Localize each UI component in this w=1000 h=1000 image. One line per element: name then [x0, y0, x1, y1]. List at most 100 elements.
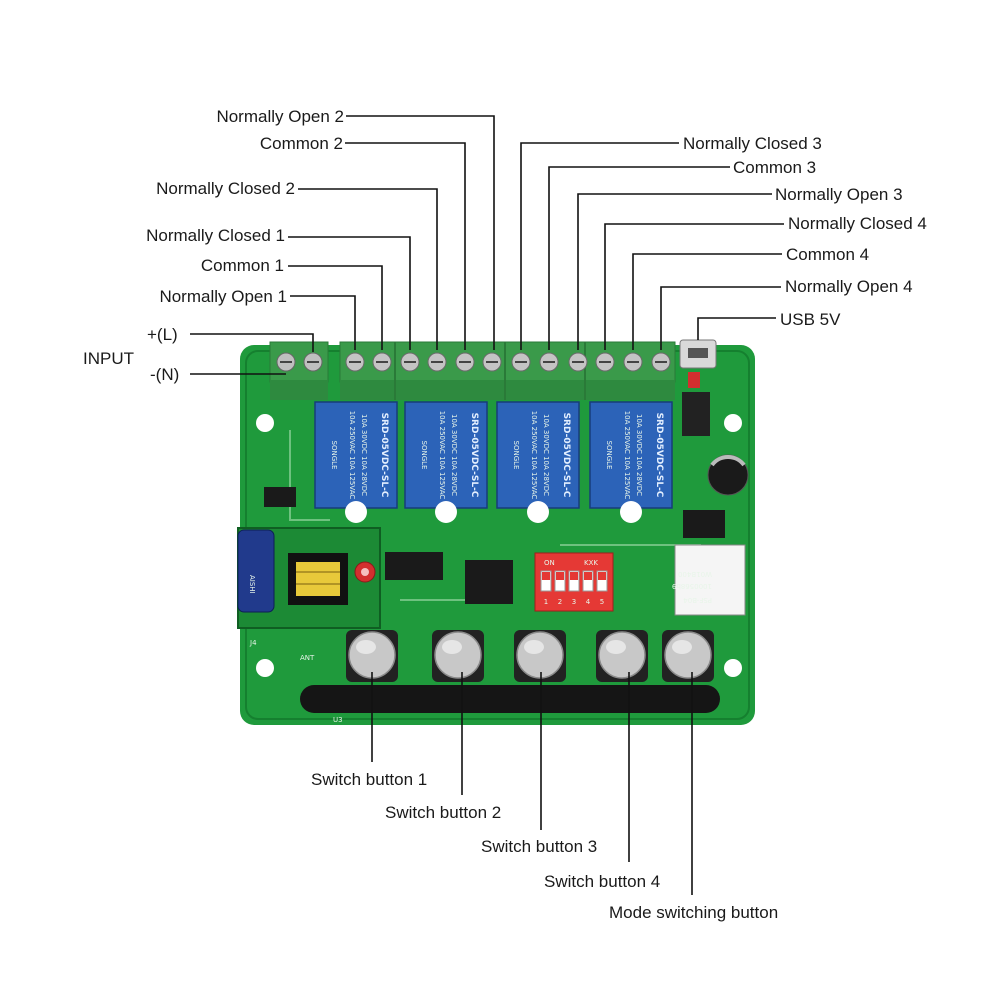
dip-key-number: 3 — [572, 598, 576, 606]
relay-rating-text: 10A 30VDC 10A 28VDC — [360, 414, 368, 496]
relay-terminal-blocks — [339, 341, 676, 400]
relay-4: SRD-05VDC-SL-C 10A 250VAC 10A 125VAC 10A 3… — [589, 401, 673, 523]
leader-line — [548, 166, 730, 350]
button-bar — [300, 685, 720, 713]
mode-switching-button[interactable] — [662, 630, 714, 682]
led-indicator — [688, 372, 700, 388]
label-normally-open-4: Normally Open 4 — [785, 277, 913, 296]
leader-lines — [190, 115, 784, 895]
leader-line — [660, 286, 781, 350]
label-switch-button-4: Switch button 4 — [544, 872, 660, 891]
switch-button-4[interactable] — [596, 630, 648, 682]
relay-brand-text: SONGLE — [512, 441, 520, 470]
label-switch-button-3: Switch button 3 — [481, 837, 597, 856]
leader-line — [346, 115, 495, 350]
dip-key-lever — [556, 572, 564, 580]
relay-2: SRD-05VDC-SL-C 10A 250VAC 10A 125VAC 10A 3… — [404, 401, 488, 523]
button-cap — [598, 631, 646, 679]
relay-model-text: SRD-05VDC-SL-C — [379, 413, 389, 498]
dip-key-number: 1 — [544, 598, 548, 606]
relay-1: SRD-05VDC-SL-C 10A 250VAC 10A 125VAC 10A 3… — [314, 401, 398, 523]
dip-key-lever — [570, 572, 578, 580]
usb-port — [679, 339, 717, 436]
dip-key-number: 5 — [600, 598, 604, 606]
label-switch-button-2: Switch button 2 — [385, 803, 501, 822]
relay-hole — [620, 501, 642, 523]
mounting-hole — [724, 414, 742, 432]
relay-hole — [345, 501, 367, 523]
u3-label: U3 — [333, 716, 343, 724]
button-cap — [664, 631, 712, 679]
svg-text:AISHI: AISHI — [248, 575, 256, 594]
mounting-hole — [256, 659, 274, 677]
mounting-hole — [256, 414, 274, 432]
jumper-connector — [682, 392, 710, 436]
leader-line — [604, 223, 784, 350]
relay-model-text: SRD-05VDC-SL-C — [469, 413, 479, 498]
relay-hole — [527, 501, 549, 523]
relay-brand-text: SONGLE — [605, 441, 613, 470]
dip-key-lever — [598, 572, 606, 580]
relay-brand-text: SONGLE — [420, 441, 428, 470]
switch-button-1[interactable] — [346, 630, 398, 682]
relay-rating-text: 10A 250VAC 10A 125VAC — [530, 411, 538, 500]
dip-key-number: 2 — [558, 598, 562, 606]
ant-label: ANT — [300, 654, 315, 662]
relay-body — [496, 401, 580, 509]
label-switch-button-1: Switch button 1 — [311, 770, 427, 789]
label-minus-n: -(N) — [150, 365, 179, 384]
dip-on-label: ON — [544, 559, 555, 567]
relay-rating-text: 10A 250VAC 10A 125VAC — [438, 411, 446, 500]
terminal-screws — [345, 352, 671, 372]
switch-button-3[interactable] — [514, 630, 566, 682]
dip-key — [596, 570, 608, 592]
power-module: AISHI — [237, 527, 381, 629]
relay-rating-text: 10A 250VAC 10A 125VAC — [623, 411, 631, 500]
label-usb-5v: USB 5V — [780, 310, 841, 329]
button-cap — [348, 631, 396, 679]
relay-model-text: SRD-05VDC-SL-C — [654, 413, 664, 498]
j4-label: J4 — [249, 639, 257, 647]
relay-model-text: SRD-05VDC-SL-C — [561, 413, 571, 498]
relay-rating-text: 10A 30VDC 10A 28VDC — [542, 414, 550, 496]
leader-line — [290, 295, 356, 350]
button-cap — [516, 631, 564, 679]
callout-labels: INPUT +(L) -(N) Normally Open 1 Common 1… — [83, 107, 927, 922]
mounting-hole — [724, 659, 742, 677]
dip-key — [554, 570, 566, 592]
leader-line — [298, 188, 438, 350]
electrolytic-capacitor — [707, 454, 749, 496]
label-common-4: Common 4 — [786, 245, 869, 264]
dip-key-lever — [584, 572, 592, 580]
label-normally-open-3: Normally Open 3 — [775, 185, 903, 204]
button-highlight — [606, 640, 626, 654]
label-input: INPUT — [83, 349, 134, 368]
button-highlight — [442, 640, 462, 654]
label-normally-closed-3: Normally Closed 3 — [683, 134, 822, 153]
button-cap — [434, 631, 482, 679]
switch-button-2[interactable] — [432, 630, 484, 682]
leader-line — [697, 317, 776, 340]
dip-key-number: 4 — [586, 598, 591, 606]
relay-rating-text: 10A 30VDC 10A 28VDC — [450, 414, 458, 496]
push-buttons — [346, 630, 714, 682]
module-line1: PSF-B04 — [683, 596, 712, 604]
relay-rating-text: 10A 30VDC 10A 28VDC — [635, 414, 643, 496]
label-normally-closed-1: Normally Closed 1 — [146, 226, 285, 245]
label-common-1: Common 1 — [201, 256, 284, 275]
label-common-3: Common 3 — [733, 158, 816, 177]
leader-line — [288, 265, 383, 350]
leader-line — [520, 142, 679, 350]
relay-rating-text: 10A 250VAC 10A 125VAC — [348, 411, 356, 500]
button-highlight — [356, 640, 376, 654]
module-line3: W01B400 — [678, 570, 712, 578]
leader-line — [632, 253, 782, 350]
dip-key-lever — [542, 572, 550, 580]
label-normally-closed-2: Normally Closed 2 — [156, 179, 295, 198]
wifi-module: PSF-B04 1000568b9 W01B400 — [672, 544, 746, 616]
dip-key — [582, 570, 594, 592]
relay-body — [404, 401, 488, 509]
label-normally-open-1: Normally Open 1 — [159, 287, 287, 306]
